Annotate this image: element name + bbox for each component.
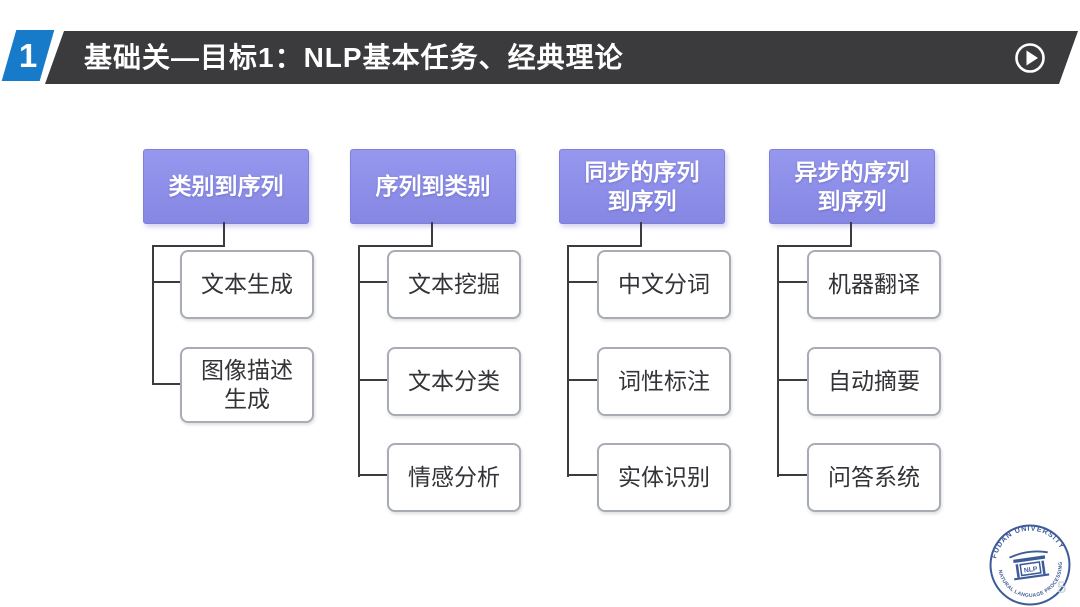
connector-line xyxy=(640,222,642,247)
task-node-chinese-word-segmentation: 中文分词 xyxy=(597,250,731,319)
connector-line xyxy=(152,383,180,385)
connector-line xyxy=(777,281,807,283)
connector-line xyxy=(152,281,180,283)
task-node-entity-recognition: 实体识别 xyxy=(597,443,731,512)
task-label-line: 文本分类 xyxy=(408,368,500,395)
task-label-line: 词性标注 xyxy=(618,368,710,395)
task-label-line: 中文分词 xyxy=(618,271,710,298)
connector-line xyxy=(358,245,360,477)
task-label-line: 机器翻译 xyxy=(828,271,920,298)
seal-center-text: NLP xyxy=(1024,566,1039,575)
slide-number-badge: 1 xyxy=(1,30,55,81)
seal-arc-top-text: FUDAN UNIVERSITY xyxy=(986,520,1066,561)
task-label-line: 文本挖掘 xyxy=(408,271,500,298)
slide-number: 1 xyxy=(18,36,38,74)
task-node-image-captioning: 图像描述 生成 xyxy=(180,347,314,423)
connector-line xyxy=(431,222,433,247)
page-number-artifact: 5 xyxy=(1057,578,1067,597)
task-label-line: 自动摘要 xyxy=(828,368,920,395)
task-node-text-classification: 文本分类 xyxy=(387,347,521,416)
task-label-line: 生成 xyxy=(224,386,270,412)
connector-line xyxy=(777,245,779,477)
connector-line xyxy=(358,281,387,283)
group-node-sync-seq-to-seq: 同步的序列 到序列 xyxy=(559,149,725,224)
connector-line xyxy=(358,474,387,476)
header-bar xyxy=(45,31,1078,84)
connector-line xyxy=(777,474,807,476)
group-title-line: 同步的序列 xyxy=(584,158,700,185)
task-node-auto-summarization: 自动摘要 xyxy=(807,347,941,416)
svg-text:FUDAN UNIVERSITY: FUDAN UNIVERSITY xyxy=(986,520,1066,561)
task-label-line: 图像描述 xyxy=(201,357,293,384)
connector-line xyxy=(567,281,597,283)
connector-line xyxy=(567,245,569,477)
connector-line xyxy=(777,245,852,247)
connector-line xyxy=(358,245,433,247)
task-node-text-generation: 文本生成 xyxy=(180,250,314,319)
group-title-line: 类别到序列 xyxy=(168,173,284,200)
connector-line xyxy=(777,379,807,381)
task-node-sentiment-analysis: 情感分析 xyxy=(387,443,521,512)
group-title-line: 异步的序列 xyxy=(794,158,910,185)
task-node-machine-translation: 机器翻译 xyxy=(807,250,941,319)
seal-pavilion-roof xyxy=(1009,550,1048,559)
task-label-line: 情感分析 xyxy=(408,464,500,491)
connector-line xyxy=(152,245,154,385)
task-node-qa-system: 问答系统 xyxy=(807,443,941,512)
group-node-async-seq-to-seq: 异步的序列 到序列 xyxy=(769,149,935,224)
slide-title: 基础关—目标1：NLP基本任务、经典理论 xyxy=(84,42,624,73)
connector-line xyxy=(358,379,387,381)
fudan-nlp-seal-logo: FUDAN UNIVERSITY NATURAL LANGUAGE PROCES… xyxy=(981,517,1080,607)
play-button[interactable] xyxy=(1014,42,1046,74)
group-node-category-to-sequence: 类别到序列 xyxy=(143,149,309,224)
task-label-line: 文本生成 xyxy=(201,271,293,298)
group-title-line: 序列到类别 xyxy=(375,173,491,200)
group-node-sequence-to-category: 序列到类别 xyxy=(350,149,516,224)
connector-line xyxy=(567,474,597,476)
group-title-line: 到序列 xyxy=(817,187,887,214)
task-node-text-mining: 文本挖掘 xyxy=(387,250,521,319)
connector-line xyxy=(567,245,642,247)
connector-line xyxy=(152,245,225,247)
task-node-pos-tagging: 词性标注 xyxy=(597,347,731,416)
task-label-line: 实体识别 xyxy=(618,464,710,491)
connector-line xyxy=(223,222,225,247)
connector-line xyxy=(850,222,852,247)
group-title-line: 到序列 xyxy=(607,187,677,214)
task-label-line: 问答系统 xyxy=(828,464,920,491)
connector-line xyxy=(567,379,597,381)
play-circle-icon xyxy=(1015,43,1045,73)
